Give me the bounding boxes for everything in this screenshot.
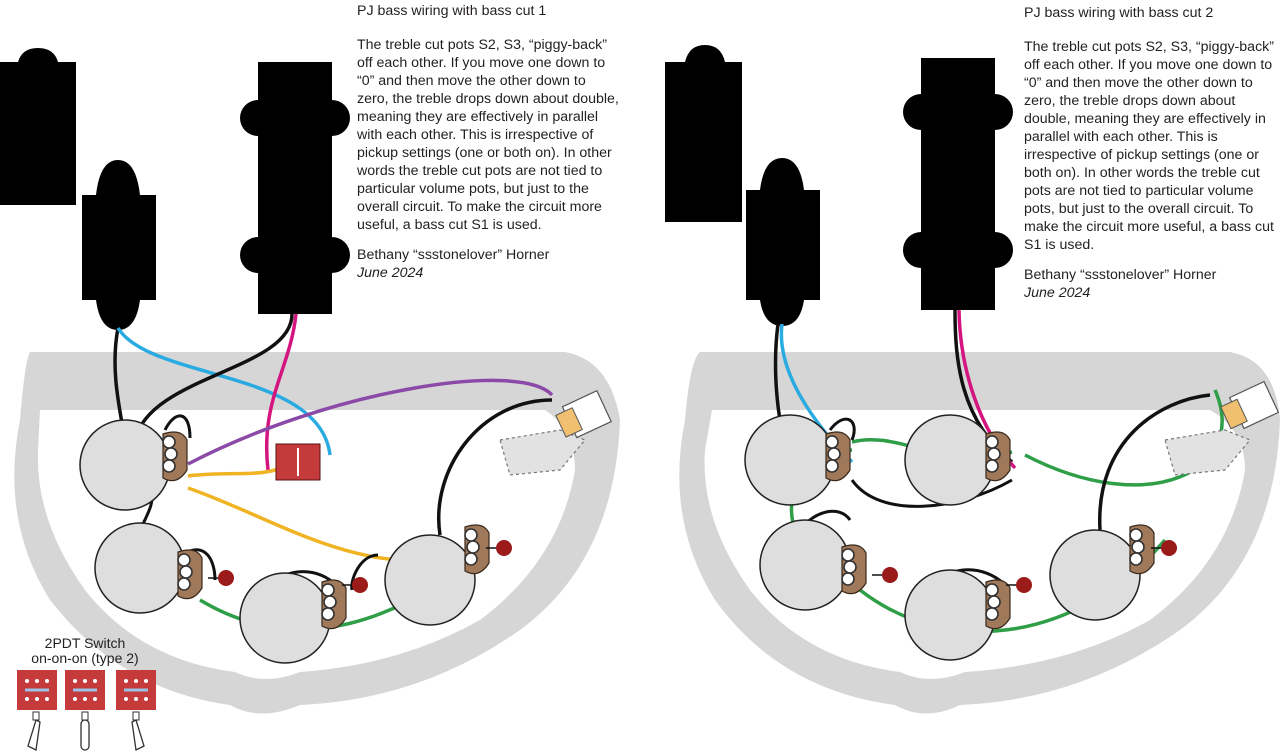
pot — [1049, 524, 1178, 621]
panel-description: The treble cut pots S2, S3, “piggy-back”… — [1024, 39, 1274, 253]
pot — [384, 524, 513, 626]
output-jack — [1164, 380, 1280, 476]
pot — [79, 419, 188, 511]
author: Bethany “ssstonelover” Horner — [1024, 267, 1217, 283]
switch-legend-label: 2PDT Switch on-on-on (type 2) — [10, 636, 160, 666]
panel-1-diagram — [0, 48, 621, 714]
panel-description: The treble cut pots S2, S3, “piggy-back”… — [357, 37, 619, 233]
author: Bethany “ssstonelover” Horner — [357, 247, 550, 263]
panel-title: PJ bass wiring with bass cut 2 — [1024, 5, 1214, 21]
date: June 2024 — [1024, 285, 1091, 301]
panel-2-diagram — [665, 45, 1280, 714]
pot — [904, 414, 1011, 506]
date: June 2024 — [357, 265, 424, 281]
notes-panel-1: PJ bass wiring with bass cut 1 The trebl… — [357, 2, 619, 294]
pot — [239, 572, 369, 664]
pot — [94, 522, 235, 614]
p-pickup — [665, 45, 820, 326]
switch-position-3 — [116, 670, 156, 751]
switch-position-2 — [65, 670, 105, 751]
switch-type-label: 2PDT Switch — [44, 635, 126, 651]
pot — [904, 569, 1033, 661]
pot — [744, 414, 851, 506]
notes-panel-2: PJ bass wiring with bass cut 2 The trebl… — [1024, 4, 1280, 314]
panel-title: PJ bass wiring with bass cut 1 — [357, 3, 547, 19]
output-jack — [499, 389, 613, 476]
p-pickup — [0, 48, 156, 330]
switch-legend-graphic — [17, 670, 156, 751]
j-pickup — [240, 62, 350, 314]
j-pickup — [903, 58, 1013, 310]
pot — [759, 519, 899, 611]
switch-mode-label: on-on-on (type 2) — [31, 650, 139, 666]
switch — [275, 443, 321, 481]
switch-position-1 — [17, 670, 57, 751]
